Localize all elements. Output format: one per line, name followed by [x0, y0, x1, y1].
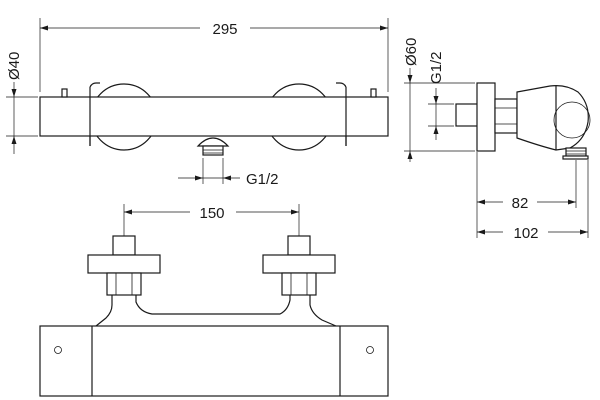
dim-overall-length: 295	[212, 21, 237, 38]
front-view: 295 Ø40 G1/2	[6, 18, 389, 188]
wall-plate	[476, 82, 496, 152]
body-profile	[516, 85, 589, 151]
outlet-nozzle	[196, 137, 230, 147]
side-view: Ø60 G1/2 82 102	[403, 38, 591, 242]
mixer-body	[39, 96, 389, 137]
dim-inlet-spacing: 150	[199, 205, 224, 222]
dim-depth-inner: 82	[512, 195, 529, 212]
dim-outlet-thread: G1/2	[246, 171, 279, 188]
body-top-view	[39, 325, 389, 397]
dim-knob-diameter: Ø60	[403, 38, 420, 66]
dim-depth-total: 102	[513, 225, 538, 242]
top-view: 150	[39, 204, 389, 397]
left-wall-plate	[87, 254, 161, 274]
dim-body-diameter: Ø40	[6, 52, 23, 80]
dim-inlet-thread: G1/2	[428, 51, 445, 84]
right-wall-plate	[262, 254, 336, 274]
